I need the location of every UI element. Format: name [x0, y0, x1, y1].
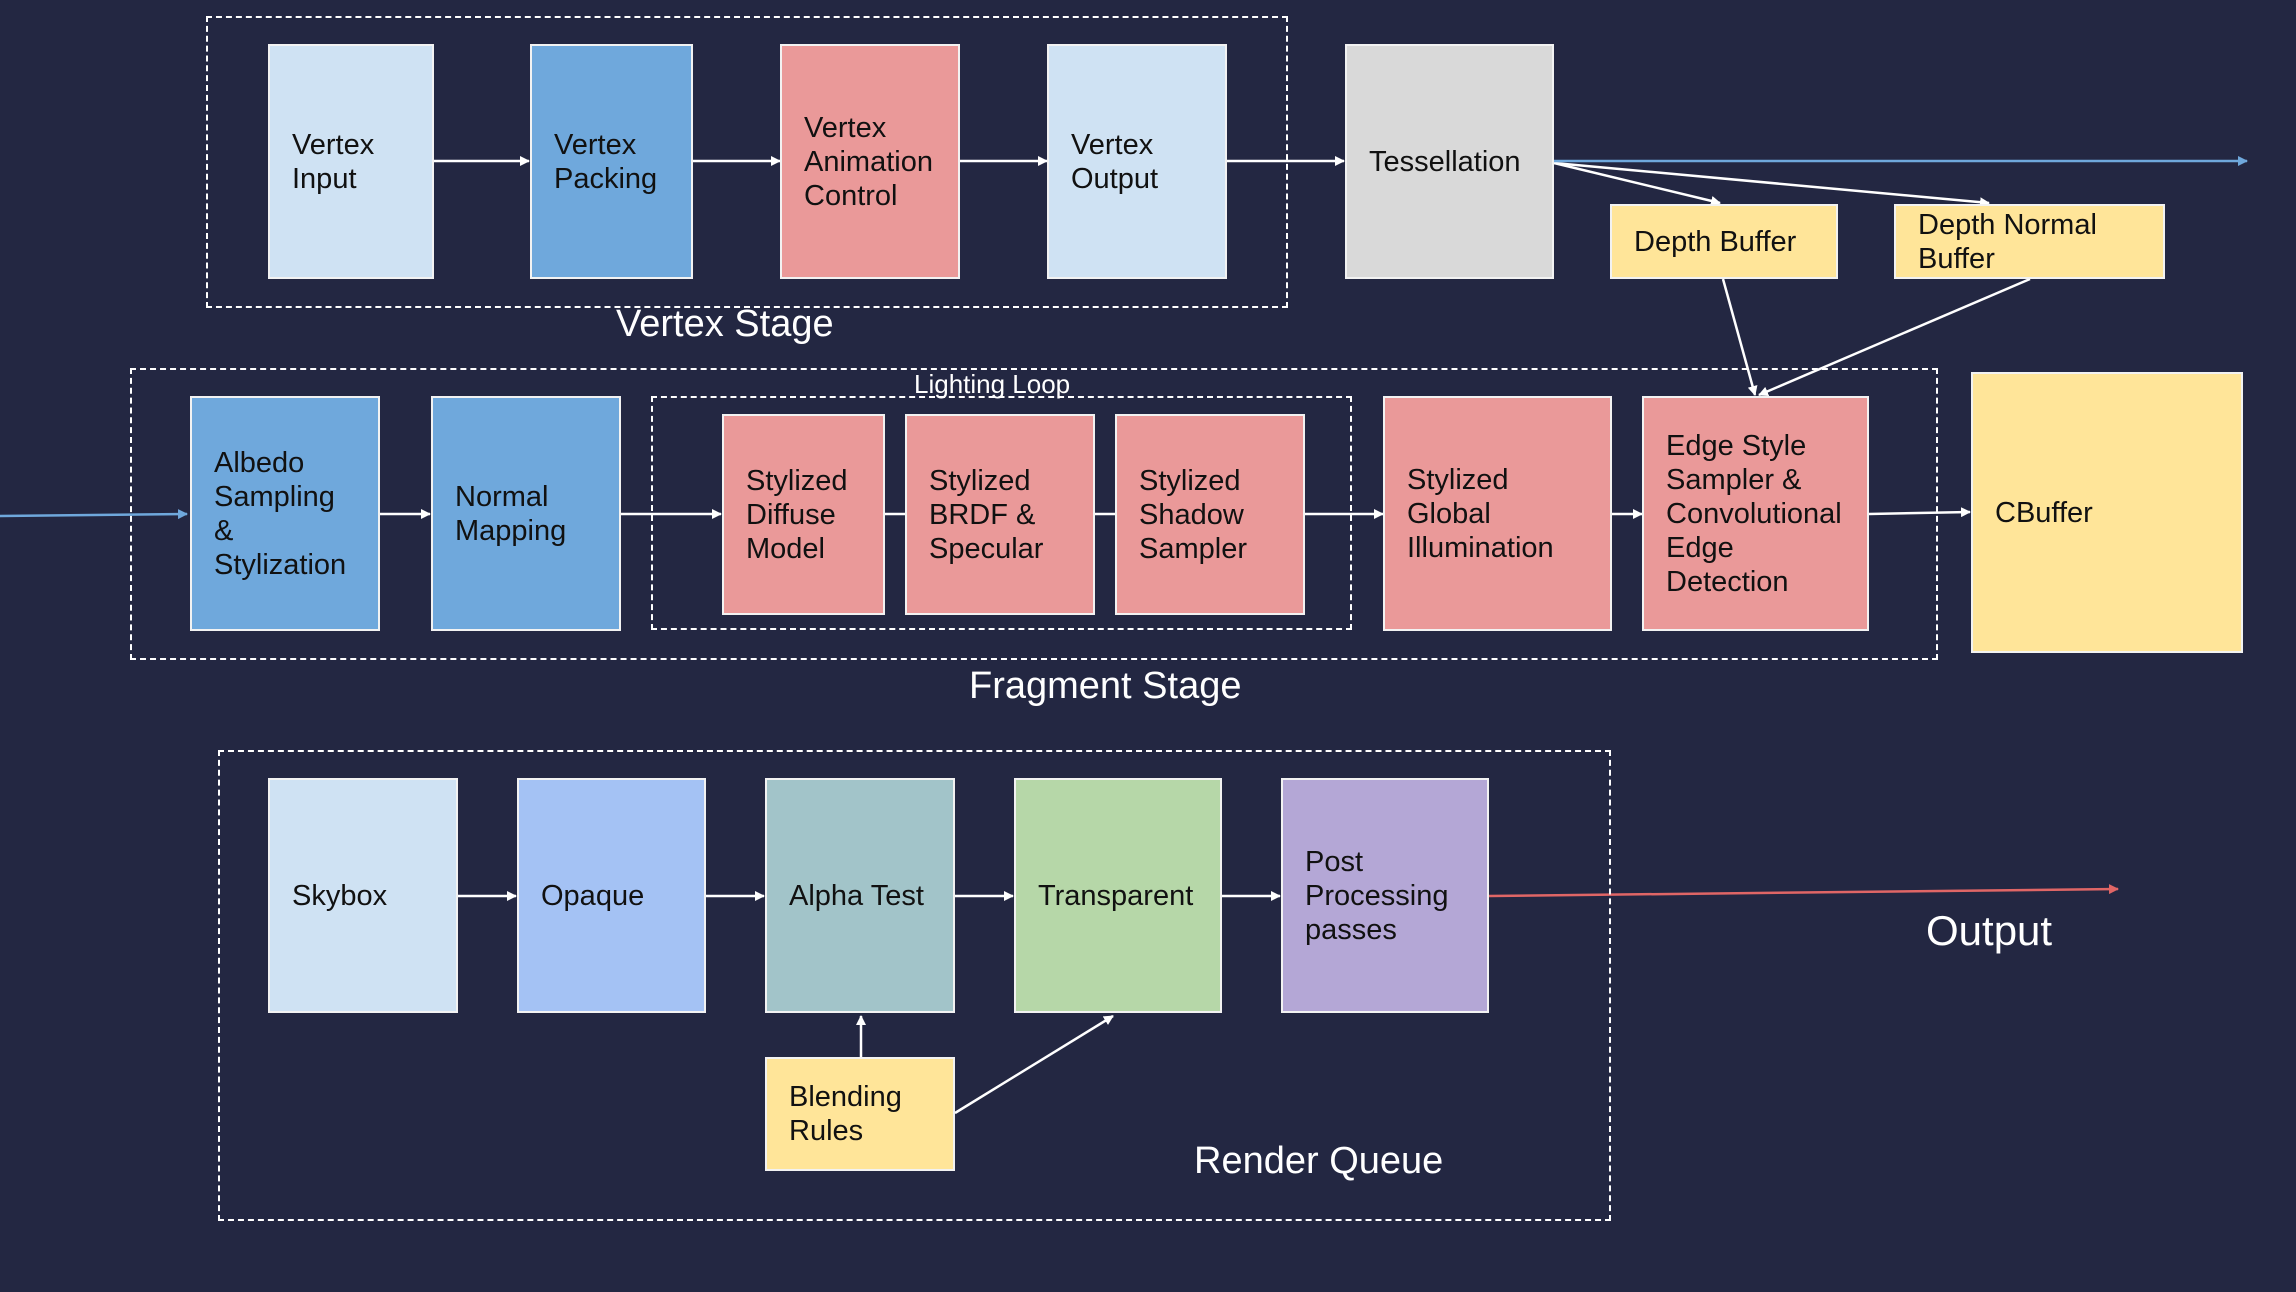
stylized-shadow-sampler-node: Stylized Shadow Sampler — [1115, 414, 1305, 615]
vertex-output-node: Vertex Output — [1047, 44, 1227, 279]
arrow-to-output-red — [1488, 884, 2119, 898]
cbuffer-node: CBuffer — [1971, 372, 2243, 653]
blending-rules-node: Blending Rules — [765, 1057, 955, 1171]
arrow-tessellation-to-depth-buffer — [1553, 161, 1721, 206]
arrow-depth-buffer-to-edge-sampler — [1721, 278, 1758, 396]
tessellation-node: Tessellation — [1345, 44, 1554, 279]
stylized-global-illumination-node: Stylized Global Illumination — [1383, 396, 1612, 631]
vertex-stage-group — [206, 16, 1288, 308]
depth-normal-buffer-node: Depth Normal Buffer — [1894, 204, 2165, 279]
stylized-brdf-specular-node: Stylized BRDF & Specular — [905, 414, 1095, 615]
output-label: Output — [1926, 907, 2053, 954]
arrow-depth-normal-buffer-to-edge-sampler — [1758, 277, 2031, 397]
vertex-animation-control-node: Vertex Animation Control — [780, 44, 960, 279]
vertex-packing-node: Vertex Packing — [530, 44, 693, 279]
arrow-in-to-albedo-blue — [0, 509, 188, 520]
vertex-stage-label: Vertex Stage — [616, 303, 834, 345]
arrow-tessellation-to-depth-normal-buffer — [1553, 161, 1990, 208]
stylized-diffuse-model-node: Stylized Diffuse Model — [722, 414, 885, 615]
albedo-sampling-node: Albedo Sampling & Stylization — [190, 396, 380, 631]
opaque-node: Opaque — [517, 778, 706, 1013]
post-processing-node: Post Processing passes — [1281, 778, 1489, 1013]
render-queue-group — [218, 750, 1611, 1221]
lighting-loop-group — [651, 396, 1352, 630]
lighting-loop-label: Lighting Loop — [914, 369, 1071, 399]
arrow-edge-sampler-to-cbuffer — [1868, 507, 1971, 518]
normal-mapping-node: Normal Mapping — [431, 396, 621, 631]
fragment-stage-label: Fragment Stage — [969, 665, 1242, 707]
transparent-node: Transparent — [1014, 778, 1222, 1013]
depth-buffer-node: Depth Buffer — [1610, 204, 1838, 279]
skybox-node: Skybox — [268, 778, 458, 1013]
arrow-blending-to-transparent — [954, 1014, 1114, 1115]
alpha-test-node: Alpha Test — [765, 778, 955, 1013]
fragment-stage-group — [130, 368, 1938, 660]
vertex-input-node: Vertex Input — [268, 44, 434, 279]
render-queue-label: Render Queue — [1194, 1140, 1444, 1182]
edge-style-sampler-node: Edge Style Sampler & Convolutional Edge … — [1642, 396, 1869, 631]
